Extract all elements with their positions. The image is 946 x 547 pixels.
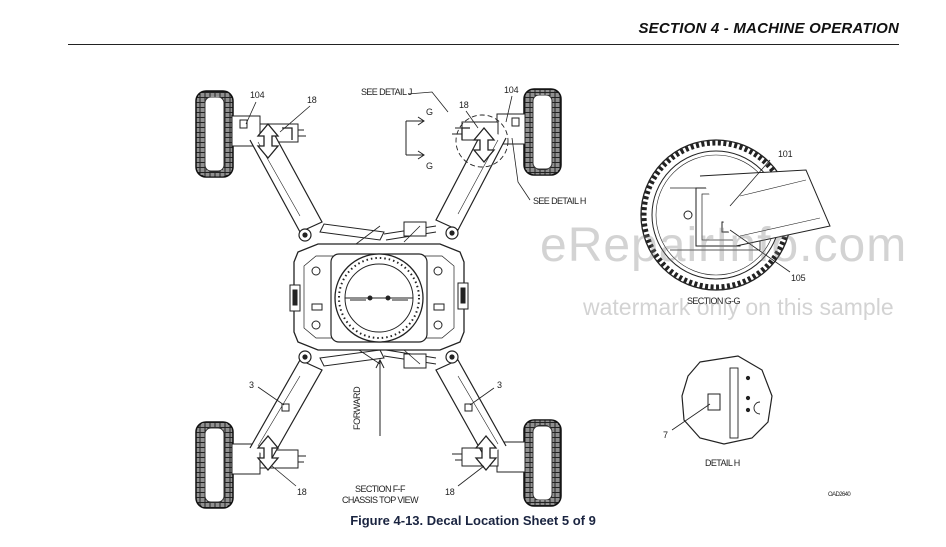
header-rule — [68, 44, 899, 45]
tire-rear-left — [195, 421, 234, 509]
callout-104-left: 104 — [250, 90, 265, 100]
callout-104-right: 104 — [504, 85, 519, 95]
callout-7: 7 — [663, 430, 668, 440]
callout-105: 105 — [791, 273, 806, 283]
callout-18-bottom-left: 18 — [297, 487, 307, 497]
decal-3-left — [281, 403, 290, 412]
label-chassis-top-view: CHASSIS TOP VIEW — [342, 495, 419, 505]
callout-3-left: 3 — [249, 380, 254, 390]
callout-101: 101 — [778, 149, 793, 159]
callout-see-detail-j: SEE DETAIL J — [361, 87, 412, 97]
figure-caption: Figure 4-13. Decal Location Sheet 5 of 9 — [350, 513, 596, 528]
section-gg-view — [640, 139, 831, 291]
callout-see-detail-h: SEE DETAIL H — [533, 196, 586, 206]
tire-rear-right — [523, 419, 562, 507]
detail-h-circle — [455, 114, 509, 168]
section-gg-cut-line — [405, 116, 425, 160]
axle-cylinders — [319, 221, 437, 369]
callout-3-right: 3 — [497, 380, 502, 390]
label-detail-h: DETAIL H — [705, 458, 740, 468]
label-section-ff: SECTION F-F — [355, 484, 406, 494]
tire-front-left — [195, 90, 234, 178]
detail-h-view — [671, 355, 773, 445]
leader-lines — [245, 91, 531, 487]
decal-18-arrow-rear-left — [256, 434, 280, 472]
callout-g-top: G — [426, 107, 433, 117]
decal-3-right — [464, 403, 473, 412]
label-forward: FORWARD — [352, 386, 362, 430]
decal-18-arrow-front-left — [256, 122, 293, 160]
callout-18-top-right: 18 — [459, 100, 469, 110]
forward-arrow — [375, 358, 385, 436]
callout-18-bottom-right: 18 — [445, 487, 455, 497]
label-section-gg: SECTION G-G — [687, 296, 741, 306]
callout-18-top-left: 18 — [307, 95, 317, 105]
decal-18-arrow-front-right — [461, 126, 496, 164]
tire-front-right — [523, 88, 562, 176]
callout-g-bottom: G — [426, 161, 433, 171]
figure-code: OAD2640 — [828, 492, 851, 498]
section-header: SECTION 4 - MACHINE OPERATION — [638, 20, 899, 37]
turntable-bearing — [330, 253, 428, 343]
decal-18-arrow-rear-right — [474, 434, 498, 472]
